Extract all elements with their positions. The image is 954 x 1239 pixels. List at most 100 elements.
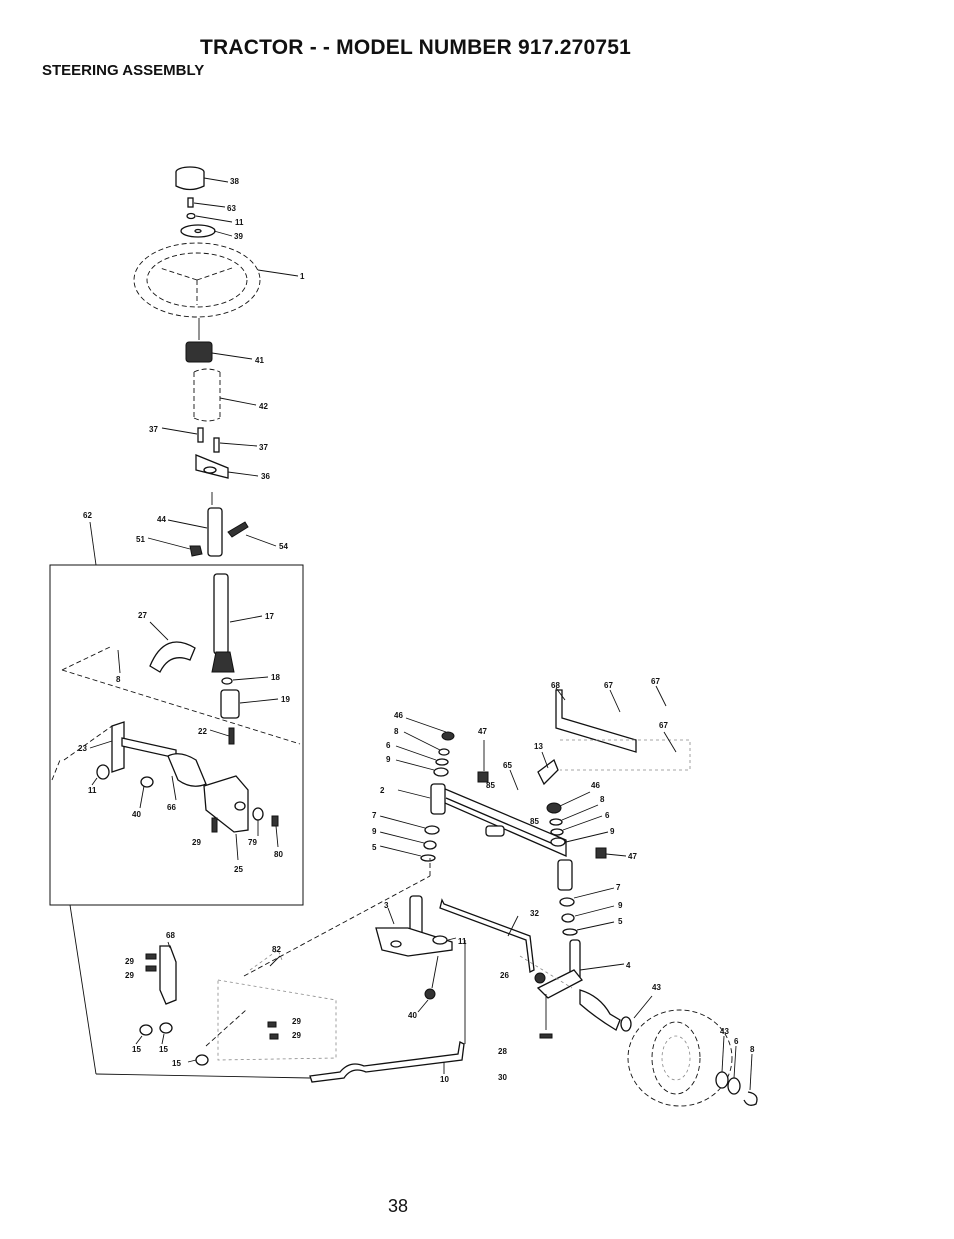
callout-6: 6 — [605, 811, 610, 820]
callout-4: 4 — [626, 961, 631, 970]
callout-47: 47 — [478, 727, 487, 736]
callout-28: 28 — [498, 1047, 507, 1056]
callout-9: 9 — [610, 827, 615, 836]
steering-bellows — [193, 368, 257, 422]
callout-2: 2 — [380, 786, 385, 795]
callout-40: 40 — [408, 1011, 417, 1020]
callout-36: 36 — [261, 472, 270, 481]
callout-27: 27 — [138, 611, 147, 620]
bolt-29-inset — [211, 817, 218, 833]
washer-plate — [180, 224, 233, 238]
spindle-arm — [536, 939, 625, 1031]
inset-box-62 — [49, 564, 304, 906]
tie-rod-ends — [534, 972, 553, 1039]
callout-11: 11 — [235, 218, 244, 227]
callout-80: 80 — [274, 850, 283, 859]
callout-26: 26 — [500, 971, 509, 980]
callout-46: 46 — [591, 781, 600, 790]
steering-wheel — [133, 242, 299, 318]
axle-support-bracket — [555, 685, 691, 771]
callout-65: 65 — [503, 761, 512, 770]
callout-11: 11 — [458, 937, 467, 946]
bushing-13 — [509, 751, 559, 791]
steering-shaft-upper — [147, 507, 277, 557]
spindle-right — [546, 791, 627, 936]
pivot-tube — [485, 825, 505, 837]
callout-42: 42 — [259, 402, 268, 411]
steering-shaft-lower — [211, 573, 263, 673]
callout-15: 15 — [172, 1059, 181, 1068]
sector-gear — [149, 621, 196, 673]
callout-6: 6 — [386, 741, 391, 750]
callout-18: 18 — [271, 673, 280, 682]
pivot-bracket — [220, 689, 279, 719]
callout-30: 30 — [498, 1073, 507, 1082]
callout-43: 43 — [652, 983, 661, 992]
callout-67: 67 — [651, 677, 660, 686]
callout-67: 67 — [604, 681, 613, 690]
bolts — [161, 427, 258, 453]
callout-82: 82 — [272, 945, 281, 954]
drag-link — [439, 898, 535, 973]
callout-11: 11 — [88, 786, 97, 795]
callout-46: 46 — [394, 711, 403, 720]
callout-5: 5 — [618, 917, 623, 926]
callout-29: 29 — [192, 838, 201, 847]
bushing — [221, 676, 269, 685]
callout-38: 38 — [230, 177, 239, 186]
callout-15: 15 — [159, 1045, 168, 1054]
callout-66: 66 — [167, 803, 176, 812]
callout-29: 29 — [292, 1017, 301, 1026]
callout-9: 9 — [386, 755, 391, 764]
callout-43: 43 — [720, 1027, 729, 1036]
callout-8: 8 — [750, 1045, 755, 1054]
front-wheel — [620, 995, 758, 1107]
callout-67: 67 — [659, 721, 668, 730]
callout-54: 54 — [279, 542, 288, 551]
callout-68: 68 — [551, 681, 560, 690]
drag-link-10 — [309, 1041, 465, 1083]
callout-79: 79 — [248, 838, 257, 847]
callout-41: 41 — [255, 356, 264, 365]
nut-left — [91, 764, 154, 809]
callout-1: 1 — [300, 272, 305, 281]
callout-8: 8 — [116, 675, 121, 684]
page-number: 38 — [388, 1196, 409, 1216]
callout-44: 44 — [157, 515, 166, 524]
callout-29: 29 — [292, 1031, 301, 1040]
callout-23: 23 — [78, 744, 87, 753]
cap-screw — [187, 197, 226, 208]
callout-39: 39 — [234, 232, 243, 241]
nuts-15 — [135, 1022, 209, 1066]
steering-adapter — [185, 341, 253, 363]
lock-washer — [186, 212, 233, 223]
callout-17: 17 — [265, 612, 274, 621]
callout-47: 47 — [628, 852, 637, 861]
steering-bracket-68 — [145, 941, 177, 1005]
axle-beam — [437, 785, 567, 857]
callout-5: 5 — [372, 843, 377, 852]
steering-cap — [175, 166, 229, 191]
callout-62: 62 — [83, 511, 92, 520]
mounting-bracket — [203, 775, 249, 861]
callout-40: 40 — [132, 810, 141, 819]
callout-29: 29 — [125, 971, 134, 980]
frame-section — [217, 949, 337, 1061]
callout-7: 7 — [616, 883, 621, 892]
callout-19: 19 — [281, 695, 290, 704]
grease-fitting-47 — [477, 740, 489, 783]
callout-37: 37 — [259, 443, 268, 452]
callout-25: 25 — [234, 865, 243, 874]
spindle-left — [379, 717, 455, 862]
callout-6: 6 — [734, 1037, 739, 1046]
steering-support — [195, 454, 259, 479]
callout-22: 22 — [198, 727, 207, 736]
callout-15: 15 — [132, 1045, 141, 1054]
washer-79 — [252, 807, 279, 848]
hex-bolt — [209, 727, 235, 745]
callout-8: 8 — [394, 727, 399, 736]
callout-8: 8 — [600, 795, 605, 804]
callout-37: 37 — [149, 425, 158, 434]
callout-32: 32 — [530, 909, 539, 918]
